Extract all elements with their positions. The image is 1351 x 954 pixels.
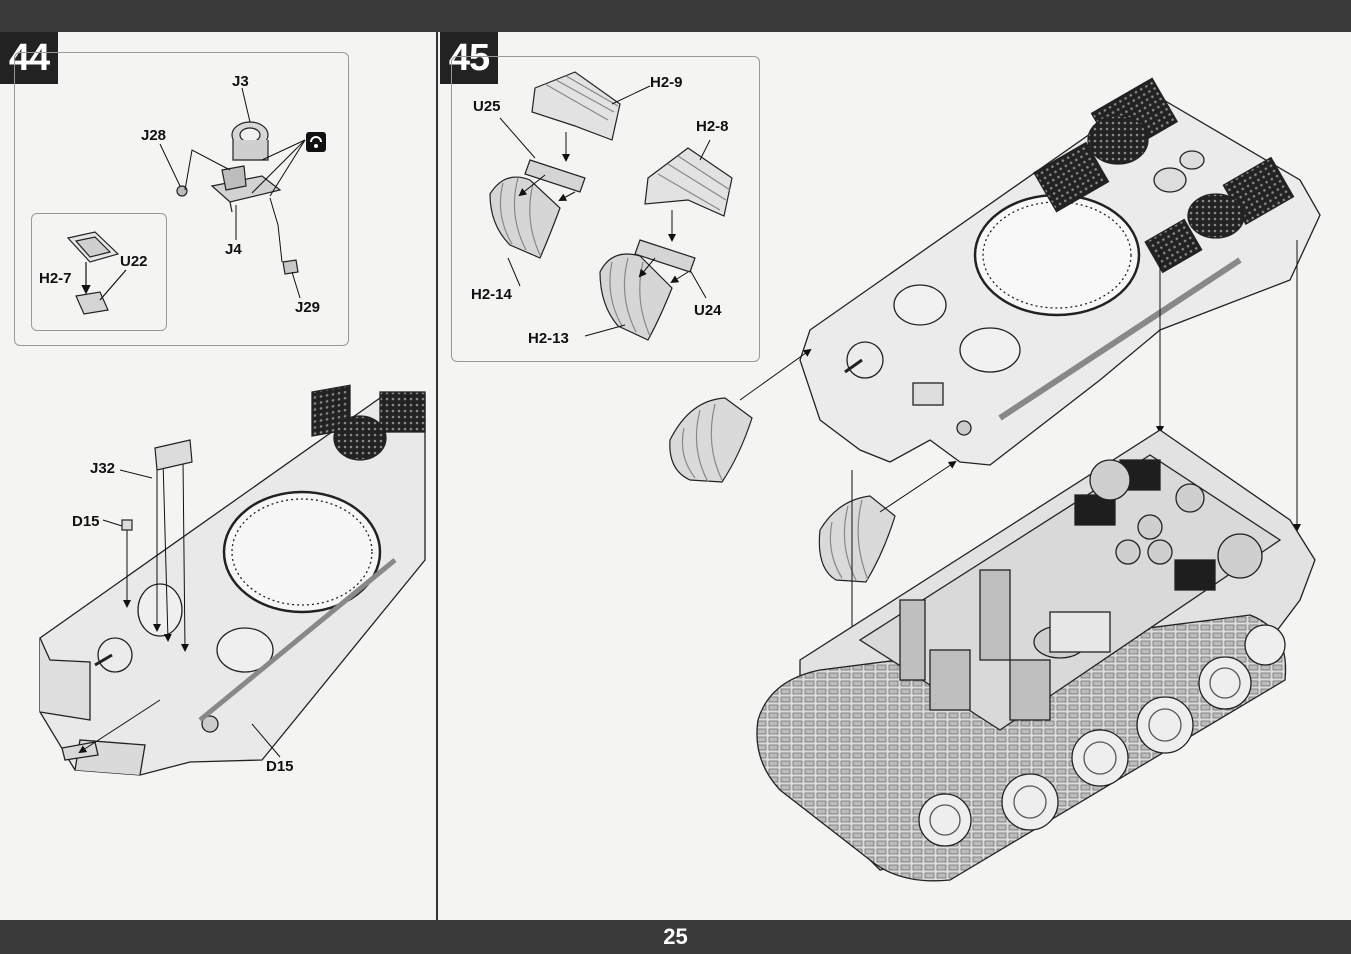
bottom-bar [0,920,1351,954]
part-label-d15-bottom: D15 [266,758,294,775]
reverse-side-icon [306,132,326,152]
part-label-j32: J32 [90,460,116,477]
step-45-upper-hull [799,77,1321,466]
column-divider [436,32,438,920]
part-label-h2-8: H2-8 [696,118,729,135]
step-44-hull-arrows [78,459,281,758]
step-44-inset-box [31,213,167,331]
part-label-h2-13: H2-13 [528,330,569,347]
part-label-u25: U25 [473,98,501,115]
part-label-j3: J3 [232,73,249,90]
step-44-antenna [121,439,193,531]
top-bar [0,0,1351,32]
part-label-j4: J4 [225,241,242,258]
step-45-detail-box [451,56,760,362]
step-44-inset-parts [66,231,127,315]
step-45-loose-covers [669,397,896,583]
step-45-badge: 45 [440,32,498,84]
step-45-lower-hull [756,429,1316,882]
step-44-badge: 44 [0,32,58,84]
step-44-hull [39,384,426,776]
part-label-j28: J28 [141,127,167,144]
step-44-parts [176,121,299,275]
part-label-h2-7: H2-7 [39,270,72,287]
step-45-leader-lines [499,85,711,337]
part-label-u22: U22 [120,253,148,270]
step-44-detail-box [14,52,349,346]
part-label-u24: U24 [694,302,722,319]
step-45-covers [489,71,733,341]
part-label-h2-9: H2-9 [650,74,683,91]
step-44-leader-lines [159,87,306,299]
part-label-j29: J29 [295,299,321,316]
part-label-h2-14: H2-14 [471,286,512,303]
part-label-d15-top: D15 [72,513,100,530]
page-number: 25 [663,924,688,949]
